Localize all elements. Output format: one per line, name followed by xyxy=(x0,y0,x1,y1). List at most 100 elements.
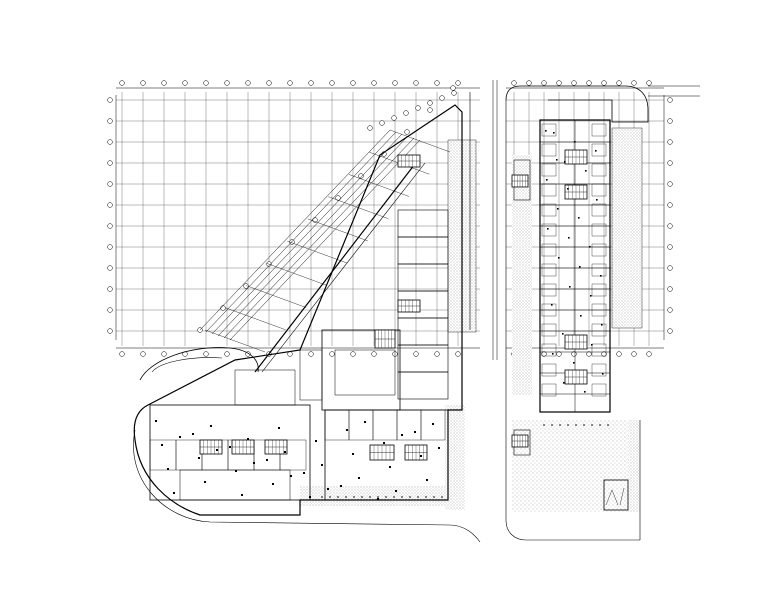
column-dot xyxy=(401,496,403,498)
wedge-spine-inner xyxy=(261,162,426,373)
column-dot xyxy=(321,496,323,498)
grid-bubble xyxy=(371,80,377,86)
grid-bubble xyxy=(107,307,113,313)
unit-cell xyxy=(541,363,557,377)
fixture xyxy=(432,423,434,425)
fixture xyxy=(395,490,397,492)
grid-bubble xyxy=(107,286,113,292)
unit-cell xyxy=(541,203,557,217)
fixture xyxy=(580,315,582,317)
fixture xyxy=(568,237,570,239)
hatched-side xyxy=(512,155,532,395)
grid-bubble xyxy=(667,202,673,208)
grid-bubble xyxy=(107,223,113,229)
grid-bubble xyxy=(667,97,673,103)
column-dot xyxy=(551,424,553,426)
fixture xyxy=(204,481,206,483)
grid-bubble xyxy=(667,265,673,271)
wedge-rib xyxy=(266,263,327,286)
grid-bubble xyxy=(541,351,547,357)
grid-bubble xyxy=(367,125,373,131)
lower-cell xyxy=(420,409,446,441)
fixture xyxy=(389,466,391,468)
fixture xyxy=(590,295,592,297)
grid-bubble xyxy=(403,110,409,116)
fixture xyxy=(573,362,575,364)
fixture xyxy=(229,446,231,448)
grid-bubble xyxy=(329,351,335,357)
fixture xyxy=(161,444,163,446)
lower-cell xyxy=(372,409,398,441)
unit-cell xyxy=(541,123,557,137)
column-dot xyxy=(583,424,585,426)
grid-bubble xyxy=(161,351,167,357)
wedge-diagonal xyxy=(229,139,421,341)
shop-unit xyxy=(397,209,449,238)
core-stair xyxy=(369,444,395,461)
grid-bubble xyxy=(161,80,167,86)
shop-unit xyxy=(397,236,449,265)
wedge-rib xyxy=(246,285,307,308)
grid-bubble xyxy=(107,97,113,103)
fixture xyxy=(596,199,598,201)
fixture xyxy=(552,353,554,355)
grid-bubble xyxy=(541,80,547,86)
wedge-rib xyxy=(348,174,409,197)
lower-cell xyxy=(348,409,374,441)
west-cell xyxy=(175,439,203,471)
grid-bubble xyxy=(631,80,637,86)
fixture xyxy=(438,447,440,449)
unit-cell xyxy=(541,223,557,237)
grid-bubble xyxy=(526,80,532,86)
fixture xyxy=(547,228,549,230)
grid-bubble xyxy=(119,351,125,357)
grid-bubble xyxy=(404,129,410,135)
grid-bubble xyxy=(140,351,146,357)
wedge-spine xyxy=(254,159,419,373)
unit-cell xyxy=(591,383,607,397)
grid-bubble xyxy=(350,351,356,357)
fixture xyxy=(327,488,329,490)
grid-bubble xyxy=(371,351,377,357)
grid-bubble xyxy=(413,80,419,86)
grid-bubble xyxy=(308,80,314,86)
grid-bubble xyxy=(140,80,146,86)
grid-bubble xyxy=(245,80,251,86)
core-stair xyxy=(511,174,529,188)
shop-unit xyxy=(397,344,449,373)
column-dot xyxy=(385,496,387,498)
column-dot xyxy=(543,424,545,426)
grid-bubble xyxy=(415,105,421,111)
grid-bubble xyxy=(427,100,433,106)
fixture xyxy=(315,440,317,442)
core-stair xyxy=(511,434,529,448)
column-dot xyxy=(417,496,419,498)
grid-bubble xyxy=(392,80,398,86)
right-building-roof xyxy=(505,85,649,123)
column-dot xyxy=(441,496,443,498)
column-dot xyxy=(599,424,601,426)
fixture xyxy=(290,475,292,477)
unit-cell xyxy=(541,303,557,317)
wedge-rib xyxy=(389,129,451,153)
core-stair xyxy=(564,149,588,165)
fixture xyxy=(595,150,597,152)
grid-bubble xyxy=(358,173,364,179)
core-stair xyxy=(397,299,421,313)
fixture xyxy=(321,464,323,466)
fixture xyxy=(557,208,559,210)
grid-lines xyxy=(115,87,665,349)
fixture xyxy=(198,457,200,459)
grid-bubble xyxy=(667,223,673,229)
fixture xyxy=(589,246,591,248)
fixture xyxy=(179,436,181,438)
unit-cell xyxy=(591,363,607,377)
column-dot xyxy=(591,424,593,426)
grid-bubble xyxy=(107,328,113,334)
grid-bubble xyxy=(450,85,456,91)
west-cell xyxy=(279,439,307,471)
ramp-arrows xyxy=(605,487,625,506)
grid-bubble xyxy=(667,307,673,313)
grid-bubble xyxy=(107,202,113,208)
core-stair xyxy=(564,369,588,385)
